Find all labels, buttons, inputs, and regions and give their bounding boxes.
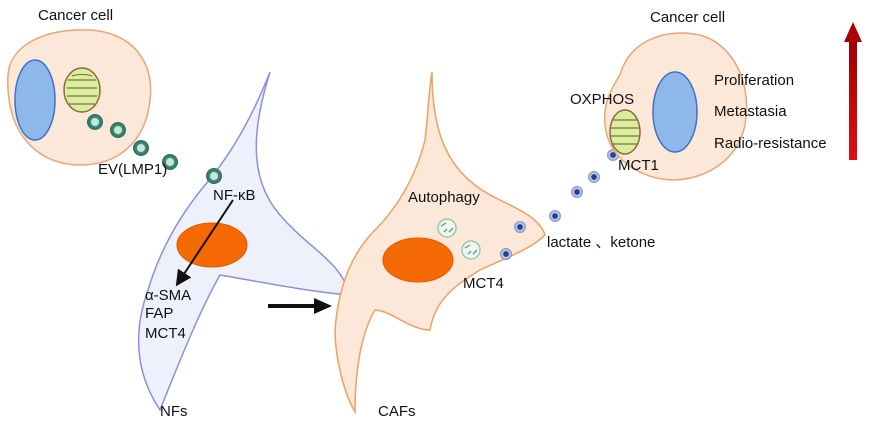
nfkb-label: NF-κB [213,187,256,204]
cafs-label: CAFs [378,403,416,420]
autophagosome-icon [461,240,481,260]
caf-cell-body [334,71,546,415]
lactate-particle [500,248,512,260]
nf-cell [137,71,352,412]
cancer-cell-left-nucleus [14,59,56,141]
nf-nucleus [176,222,248,268]
cancer-cell-left [7,29,152,166]
caf-cell [334,71,546,415]
ev-particle [162,154,178,170]
proliferation-label: Proliferation [714,72,794,89]
cancer-cell-right [603,32,748,181]
caf-nucleus [382,237,454,283]
cancer-cell-left-label: Cancer cell [38,7,113,24]
ev-particles [87,114,222,184]
mct4-nf-label: MCT4 [145,325,186,342]
autophagosome-icon [437,218,457,238]
transition-arrow [268,298,332,314]
ev-particle [87,114,103,130]
asma-label: α-SMA [145,287,191,304]
ev-particle [133,140,149,156]
oxphos-label: OXPHOS [570,91,634,108]
ev-particle [110,122,126,138]
mitochondrion-left-icon [63,67,101,113]
increase-arrow [844,22,862,160]
lactate-particle [571,186,583,198]
cancer-cell-right-label: Cancer cell [650,9,725,26]
mitochondrion-right-icon [609,109,641,155]
nfkb-arrow [175,199,234,287]
nfs-label: NFs [160,403,188,420]
metastasia-label: Metastasia [714,103,787,120]
lactate-particle [514,221,526,233]
mct4-caf-label: MCT4 [463,275,504,292]
autophagy-label: Autophagy [408,189,480,206]
lactate-particle [588,171,600,183]
ev-label: EV(LMP1) [98,161,167,178]
lactate-particles [500,149,619,260]
ev-particle [206,168,222,184]
fap-label: FAP [145,305,173,322]
radio-resistance-label: Radio-resistance [714,135,827,152]
lactate-ketone-label: lactate 、ketone [547,234,655,251]
lactate-particle [549,210,561,222]
cancer-cell-right-nucleus [652,71,698,153]
mct1-label: MCT1 [618,157,659,174]
